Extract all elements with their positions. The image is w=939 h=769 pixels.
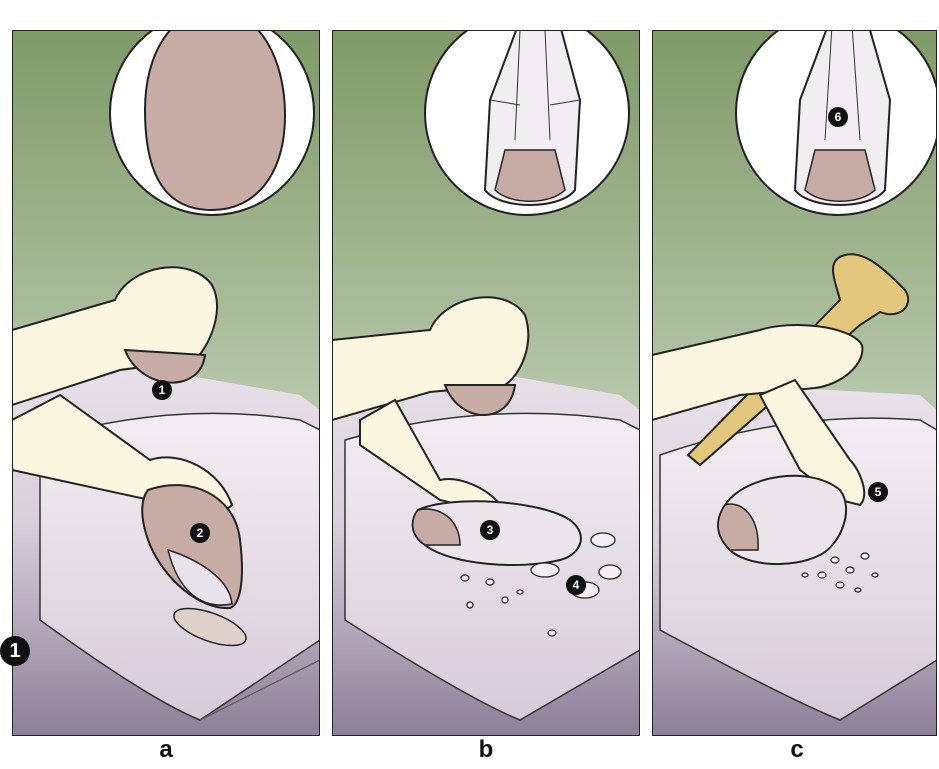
svg-text:3: 3: [487, 523, 494, 537]
svg-text:5: 5: [875, 485, 882, 499]
caption-a: a: [146, 736, 186, 764]
svg-text:6: 6: [835, 110, 842, 124]
svg-text:1: 1: [159, 383, 166, 397]
panel-a: [12, 10, 320, 736]
figure-number-marker: 1: [0, 636, 30, 666]
marker-1: 1: [152, 380, 172, 400]
marker-2: 2: [190, 523, 210, 543]
panel-b: [332, 5, 640, 736]
marker-3: 3: [480, 520, 500, 540]
caption-c: c: [777, 736, 817, 764]
svg-text:2: 2: [197, 526, 204, 540]
svg-text:4: 4: [573, 578, 580, 592]
panel-c: [652, 5, 939, 736]
raw-cobble-stone: [145, 10, 285, 210]
marker-4: 4: [566, 575, 586, 595]
svg-text:1: 1: [9, 640, 20, 662]
marker-5: 5: [868, 482, 888, 502]
caption-b: b: [466, 736, 506, 764]
handaxe-cortex: [495, 150, 565, 201]
handaxe-cortex: [805, 150, 875, 201]
marker-6: 6: [828, 107, 848, 127]
